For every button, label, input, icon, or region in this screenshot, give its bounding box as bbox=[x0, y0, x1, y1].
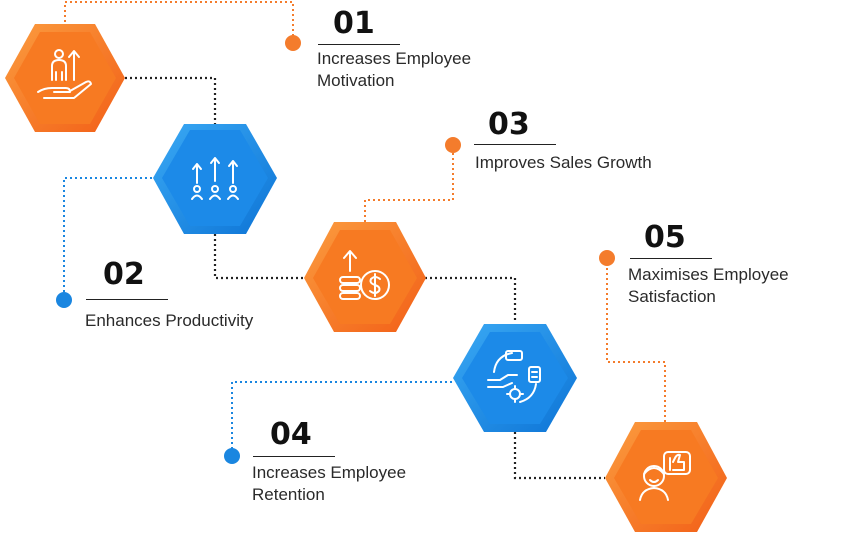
step-label-02: Enhances Productivity bbox=[85, 310, 253, 332]
leader-dot-04 bbox=[224, 448, 240, 464]
step-label-01-line1: Increases Employee bbox=[317, 49, 472, 68]
team-arrows-up-icon bbox=[191, 157, 239, 200]
hexagon-03 bbox=[304, 222, 426, 332]
step-label-04-line1: Increases Employee bbox=[252, 463, 407, 482]
leader-dot-01 bbox=[285, 35, 301, 51]
step-label-03-line1: Improves Sales Growth bbox=[475, 153, 652, 172]
step-rule-04 bbox=[253, 456, 335, 457]
leader-dot-03 bbox=[445, 137, 461, 153]
step-label-03: Improves Sales Growth bbox=[475, 152, 652, 174]
step-label-01: Increases Employee Motivation bbox=[317, 48, 471, 92]
hexagon-01 bbox=[5, 24, 125, 132]
step-number-04: 04 bbox=[270, 417, 312, 452]
handshake-gear-cycle-icon bbox=[487, 350, 541, 403]
hexagon-05 bbox=[605, 422, 727, 532]
hexagon-04 bbox=[453, 324, 577, 432]
step-label-04-line2: Retention bbox=[252, 485, 325, 504]
step-label-05-line2: Satisfaction bbox=[628, 287, 716, 306]
leader-dot-02 bbox=[56, 292, 72, 308]
happy-person-thumbs-up-icon bbox=[639, 451, 691, 501]
step-number-02: 02 bbox=[103, 257, 145, 292]
step-number-01: 01 bbox=[333, 6, 375, 41]
step-number-05: 05 bbox=[644, 220, 686, 255]
leader-lines bbox=[63, 1, 666, 455]
step-rule-01 bbox=[318, 44, 400, 45]
leader-dot-05 bbox=[599, 250, 615, 266]
hexagon-connectors bbox=[125, 76, 605, 480]
dollar-coins-arrow-icon bbox=[339, 250, 390, 300]
step-label-05: Maximises Employee Satisfaction bbox=[628, 264, 789, 308]
step-rule-03 bbox=[474, 144, 556, 145]
step-label-04: Increases Employee Retention bbox=[252, 462, 406, 506]
step-label-05-line1: Maximises Employee bbox=[628, 265, 789, 284]
step-label-02-line1: Enhances Productivity bbox=[85, 311, 254, 330]
step-label-01-line2: Motivation bbox=[317, 71, 395, 90]
hexagon-02 bbox=[153, 124, 277, 234]
step-number-03: 03 bbox=[488, 107, 530, 142]
step-rule-05 bbox=[630, 258, 712, 259]
person-growth-hand-icon bbox=[37, 49, 92, 99]
step-rule-02 bbox=[86, 299, 168, 300]
